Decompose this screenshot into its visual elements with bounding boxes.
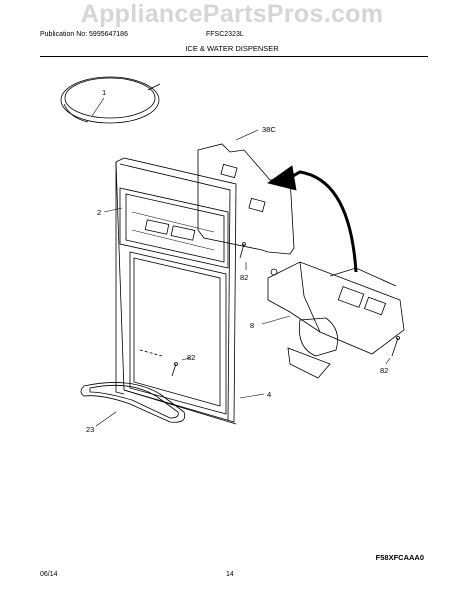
screw-82-right: [391, 336, 400, 357]
footer-date: 06/14: [40, 571, 58, 578]
callout-82b: 82: [380, 366, 388, 375]
leader-38c: [235, 129, 259, 141]
leader-8: [261, 315, 291, 325]
callout-2: 2: [97, 208, 101, 217]
drip-tray: [80, 382, 186, 423]
watermark: AppliancePartsPros.com: [80, 0, 384, 28]
leader-82c: [181, 357, 191, 361]
footer-page-number: 14: [226, 571, 234, 578]
publication-number: Publication No: 5995647186: [40, 31, 128, 38]
callout-4: 4: [267, 390, 271, 399]
assembly-arrow: [267, 165, 358, 273]
callout-23: 23: [86, 425, 94, 434]
diagram-title: ICE & WATER DISPENSER: [185, 44, 279, 53]
screw-82-upper: [239, 242, 246, 259]
leader-23: [95, 411, 117, 427]
callout-1: 1: [102, 88, 106, 97]
dispenser-mechanism: [267, 261, 405, 379]
callout-82c: 82: [187, 353, 195, 362]
model-number: FFSC2323L: [206, 31, 244, 38]
leader-1: [91, 97, 105, 117]
callout-38c: 38C: [262, 125, 276, 134]
callout-8: 8: [250, 321, 254, 330]
diagram-code: F58XFCAAA0: [375, 553, 424, 562]
insulation-panel: [197, 143, 295, 255]
leader-4: [239, 393, 265, 399]
leader-82b: [385, 357, 391, 365]
dispenser-housing: [115, 157, 237, 425]
callout-82a: 82: [240, 273, 248, 282]
tubing-coil: [60, 76, 161, 124]
header-rule: [40, 56, 428, 57]
leader-2: [103, 207, 123, 213]
screw-82-lower: [171, 362, 178, 377]
